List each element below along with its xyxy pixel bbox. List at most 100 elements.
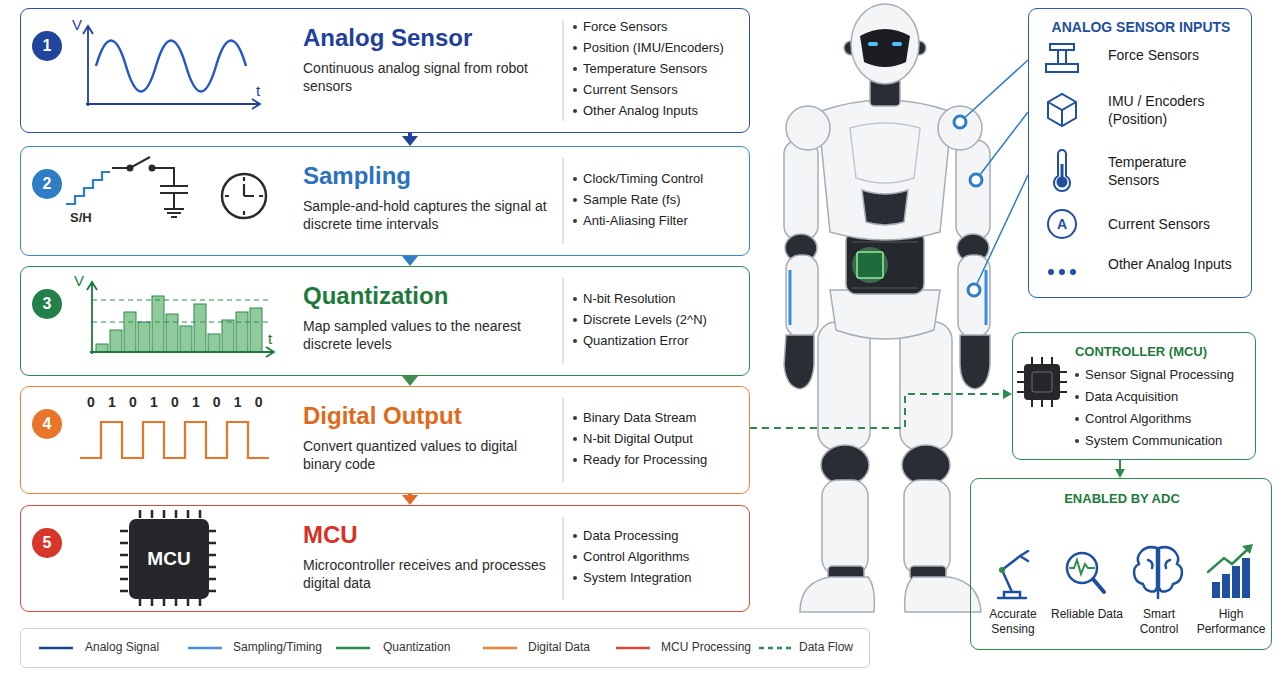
- step-number: 3: [32, 289, 62, 319]
- more-dot: [1048, 269, 1054, 275]
- arrowhead: [1115, 469, 1125, 478]
- arrowhead: [402, 495, 418, 505]
- leader-line: [976, 112, 1028, 180]
- robot: [784, 4, 990, 612]
- thermometer-bulb: [1058, 178, 1067, 187]
- robot-arm-icon: [998, 551, 1028, 598]
- label: V: [72, 16, 82, 35]
- bullet-dot: [573, 177, 577, 181]
- benefits-panel: ENABLED BY ADCAccurate SensingReliable D…: [970, 478, 1272, 650]
- box-text: Discrete Levels (2^N): [583, 312, 748, 328]
- box-text: Control Algorithms: [1085, 411, 1253, 427]
- more-dot: [1070, 269, 1076, 275]
- bullet-dot: [573, 67, 577, 71]
- bullet-dot: [573, 416, 577, 420]
- magnifier-wave: [1070, 560, 1094, 574]
- legend-line: [483, 647, 517, 650]
- step-number: 1: [32, 31, 62, 61]
- box-heading: Digital Output: [303, 401, 561, 431]
- sensor-panel: ANALOG SENSOR INPUTSForce SensorsIMU / E…: [1028, 8, 1252, 298]
- bullet-dot: [573, 458, 577, 462]
- arrowhead: [1003, 389, 1012, 399]
- clock-face: [222, 174, 266, 218]
- box-text: Temperature Sensors: [1108, 154, 1232, 189]
- legend-text: Analog Signal: [85, 640, 159, 655]
- bullet-dot: [1075, 417, 1079, 421]
- robot-head: [851, 4, 919, 84]
- box-text: Current Sensors: [1108, 216, 1232, 234]
- robot-pelvis: [830, 290, 940, 339]
- robot-chip: [857, 252, 883, 278]
- robot-chest-detail: [850, 123, 920, 183]
- axes: [83, 26, 260, 109]
- stage-box: SamplingSample-and-hold captures the sig…: [20, 146, 750, 256]
- box-text: Control Algorithms: [583, 549, 748, 565]
- connector: [402, 376, 418, 386]
- badge-text: 2: [43, 174, 52, 194]
- box-text: Other Analog Inputs: [1108, 256, 1232, 274]
- magnifier-handle: [1093, 579, 1104, 592]
- box-text: Binary Data Stream: [583, 410, 748, 426]
- growth-bar: [1212, 582, 1220, 598]
- box-text: Reliable Data: [1050, 607, 1124, 622]
- bar: [194, 304, 206, 352]
- sample-hold-icon: [66, 157, 266, 218]
- bar: [166, 314, 178, 352]
- chip-pins: [120, 510, 216, 606]
- robot-eye: [868, 42, 878, 46]
- chip-core: [1032, 372, 1052, 392]
- box-text: Ready for Processing: [583, 452, 748, 468]
- box-text: High Performance: [1194, 607, 1268, 637]
- legend-line-sample: [759, 643, 793, 653]
- legend-line-sample: [483, 643, 517, 653]
- box-heading: ANALOG SENSOR INPUTS: [1029, 19, 1253, 37]
- growth-bar: [1232, 566, 1240, 598]
- legend-line: [616, 647, 650, 650]
- label: t: [256, 82, 260, 101]
- box-text: System Integration: [583, 570, 748, 586]
- bullet-dot: [573, 46, 577, 50]
- box-text: Microcontroller receives and processes d…: [303, 556, 555, 592]
- leader-line: [960, 60, 1028, 122]
- more-dot: [1059, 269, 1065, 275]
- imu-icon: [1048, 94, 1076, 126]
- bullet-dot: [573, 198, 577, 202]
- box-text: Sample-and-hold captures the signal at d…: [303, 197, 555, 233]
- bullet-dot: [573, 88, 577, 92]
- level-lines: [92, 300, 268, 322]
- label: S/H: [70, 210, 92, 226]
- robot-knee: [821, 445, 869, 485]
- analog-graph: [83, 26, 260, 109]
- box-text: System Communication: [1085, 433, 1253, 449]
- sensor-dot: [954, 116, 966, 128]
- growth-arrow: [1208, 549, 1248, 572]
- stage-box: Analog SensorContinuous analog signal fr…: [20, 8, 750, 133]
- box-text: N-bit Resolution: [583, 291, 748, 307]
- label: A: [1057, 216, 1067, 234]
- legend-line: [188, 647, 222, 650]
- box-text: N-bit Digital Output: [583, 431, 748, 447]
- joint: [999, 567, 1005, 573]
- legend-line-sample: [188, 643, 222, 653]
- robot-ribs: [852, 242, 918, 288]
- robot-thigh: [900, 322, 952, 450]
- bullet-dot: [1075, 395, 1079, 399]
- chip-pins: [1017, 357, 1067, 407]
- box-text: Current Sensors: [583, 82, 748, 98]
- connector: [750, 389, 1012, 428]
- separator: [563, 20, 564, 121]
- bullet-dot: [573, 534, 577, 538]
- sensor-leaders: [954, 60, 1028, 296]
- staircase: [66, 172, 110, 204]
- brain-icon: [1134, 547, 1182, 598]
- step-number: 2: [32, 169, 62, 199]
- label: 0 1 0 1 0 1 0 1 0: [87, 394, 263, 412]
- leader-line: [974, 175, 1028, 290]
- robot-visor: [860, 29, 910, 67]
- box-text: Map sampled values to the nearest discre…: [303, 317, 555, 353]
- box-heading: ENABLED BY ADC: [971, 491, 1273, 507]
- robot-shoulder: [786, 106, 830, 150]
- separator: [563, 278, 564, 364]
- bullet-dot: [573, 297, 577, 301]
- controller-panel: CONTROLLER (MCU)Sensor Signal Processing…: [1012, 332, 1256, 460]
